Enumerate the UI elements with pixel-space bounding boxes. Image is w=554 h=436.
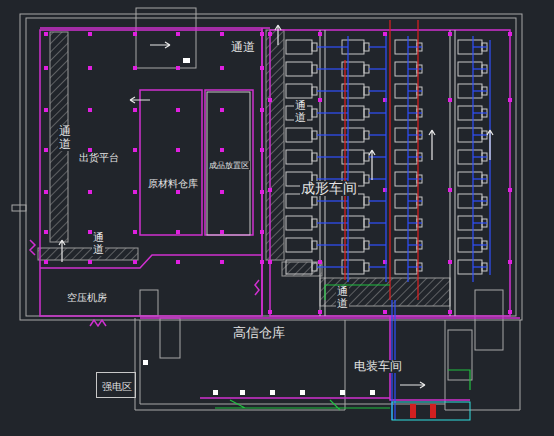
room-area: 原材料仓库 bbox=[142, 92, 200, 233]
room-area: 高信仓库 bbox=[182, 320, 342, 396]
room-label: 空压机房 bbox=[66, 292, 108, 303]
room-area: 成形车间 bbox=[286, 30, 506, 314]
aisle-label: 通道 bbox=[294, 100, 307, 124]
room-label: 原材料仓库 bbox=[147, 178, 199, 189]
aisle-label: 通道 bbox=[58, 125, 72, 151]
room-label: 高信仓库 bbox=[232, 326, 286, 340]
room-label: 成形车间 bbox=[300, 181, 358, 196]
room-label: 出货平台 bbox=[78, 152, 120, 163]
aisle-label: 通道 bbox=[92, 232, 105, 256]
room-area: 出货平台 bbox=[72, 32, 136, 260]
room-label: 强电区 bbox=[101, 381, 133, 392]
aisle-label: 通道 bbox=[336, 286, 349, 310]
room-area: 成品放置区 bbox=[208, 93, 249, 234]
room-label: 电装车间 bbox=[353, 360, 403, 373]
aisle-label: 通道 bbox=[230, 41, 256, 54]
room-area: 强电区 bbox=[96, 372, 136, 398]
room-label: 成品放置区 bbox=[208, 161, 250, 170]
room-area: 空压机房 bbox=[42, 282, 134, 314]
room-area: 电装车间 bbox=[347, 320, 443, 398]
